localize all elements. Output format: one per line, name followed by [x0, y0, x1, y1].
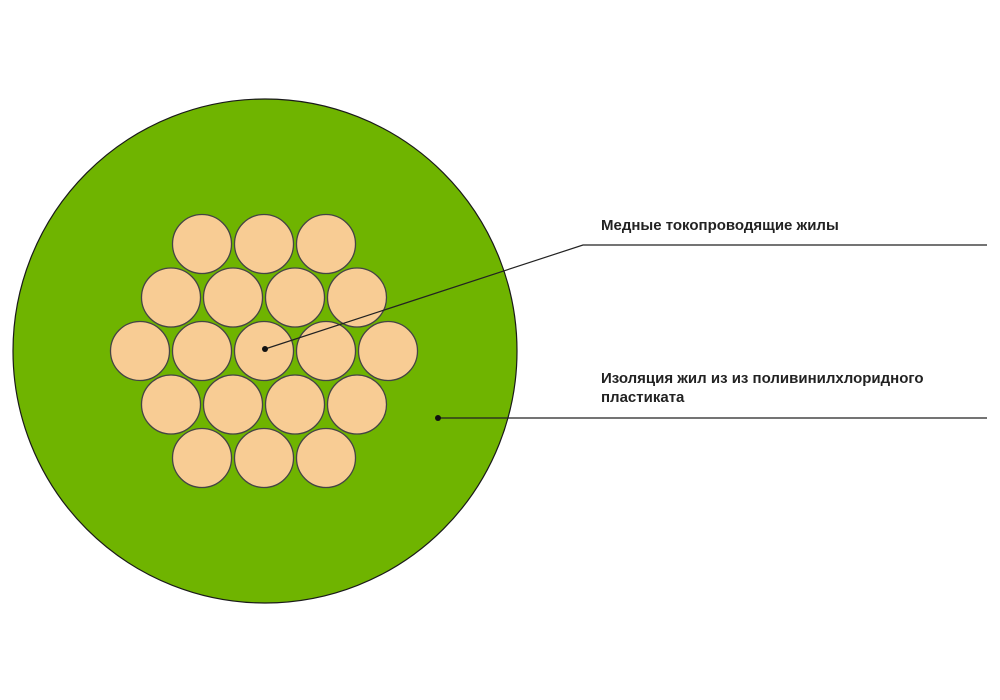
- label-insulation: Изоляция жил из из поливинилхлоридного п…: [601, 369, 981, 407]
- copper-strand: [233, 213, 295, 275]
- copper-strand: [326, 374, 388, 435]
- leader-line-conductors: [264, 244, 987, 350]
- copper-strand: [171, 427, 233, 489]
- leader-dot-insulation: [435, 415, 441, 421]
- copper-strand: [295, 213, 357, 275]
- copper-strand: [357, 320, 419, 382]
- copper-strand: [171, 320, 233, 382]
- copper-strand: [140, 267, 202, 328]
- leader-dot-conductors: [262, 346, 268, 352]
- copper-strand: [109, 320, 171, 382]
- copper-strand: [264, 374, 326, 435]
- copper-strand: [140, 374, 202, 435]
- label-copper-conductors-text: Медные токопроводящие жилы: [601, 217, 839, 234]
- copper-strand: [295, 427, 357, 489]
- copper-strand: [202, 267, 264, 328]
- label-insulation-line2: пластиката: [601, 389, 685, 406]
- copper-strand: [326, 267, 388, 328]
- copper-strand: [264, 267, 326, 328]
- copper-strand: [171, 213, 233, 275]
- copper-strand: [233, 427, 295, 489]
- copper-strand: [295, 320, 357, 382]
- label-insulation-line1: Изоляция жил из из поливинилхлоридного: [601, 370, 924, 387]
- copper-strand: [202, 374, 264, 435]
- label-copper-conductors: Медные токопроводящие жилы: [601, 216, 981, 235]
